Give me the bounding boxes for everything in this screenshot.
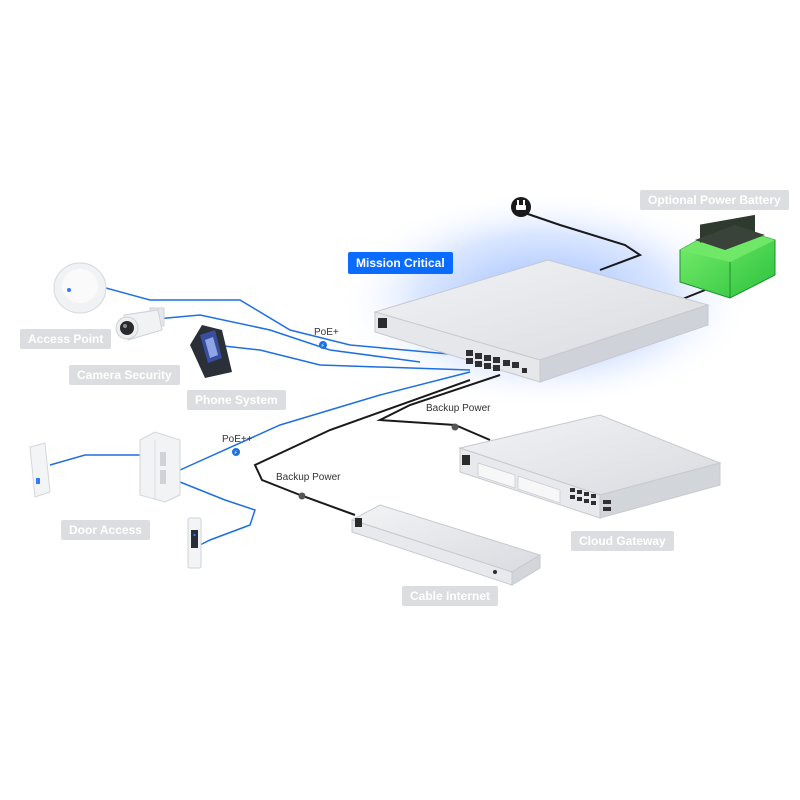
power-battery <box>679 214 776 299</box>
access-point-device <box>53 262 107 314</box>
camera-device <box>115 307 165 341</box>
poe-plus-node <box>319 341 327 349</box>
lightning-icon: ⚡ <box>321 343 325 350</box>
backup-power-node-1 <box>451 423 459 431</box>
caption-poe-plus: PoE+ <box>314 327 339 338</box>
poe-plus-plus-node <box>232 448 240 456</box>
backup-power-node-2 <box>298 492 306 500</box>
label-cloud-gateway: Cloud Gateway <box>571 531 674 551</box>
power-plug-icon <box>511 197 531 217</box>
label-cable-internet: Cable Internet <box>402 586 499 606</box>
label-phone-system: Phone System <box>187 390 286 410</box>
caption-backup-power-1: Backup Power <box>426 403 491 414</box>
label-mission-critical: Mission Critical <box>348 252 453 274</box>
door-reader-bottom <box>187 517 202 569</box>
door-reader-left <box>29 442 51 498</box>
caption-poe-plus-plus: PoE++ <box>222 434 253 445</box>
lightning-icon-2: ⚡ <box>234 450 238 457</box>
label-optional-power-battery: Optional Power Battery <box>640 190 789 210</box>
label-door-access: Door Access <box>61 520 150 540</box>
phone-device <box>190 325 232 378</box>
door-access-hub <box>139 431 181 503</box>
switch-ports <box>466 350 527 373</box>
cable-internet-device <box>350 504 542 586</box>
main-switch <box>373 259 710 383</box>
cloud-gateway-device <box>458 414 722 519</box>
label-camera-security: Camera Security <box>69 365 180 385</box>
caption-backup-power-2: Backup Power <box>276 472 341 483</box>
power-cables <box>253 211 706 516</box>
poe-cables <box>49 284 471 546</box>
label-access-point: Access Point <box>20 329 112 349</box>
